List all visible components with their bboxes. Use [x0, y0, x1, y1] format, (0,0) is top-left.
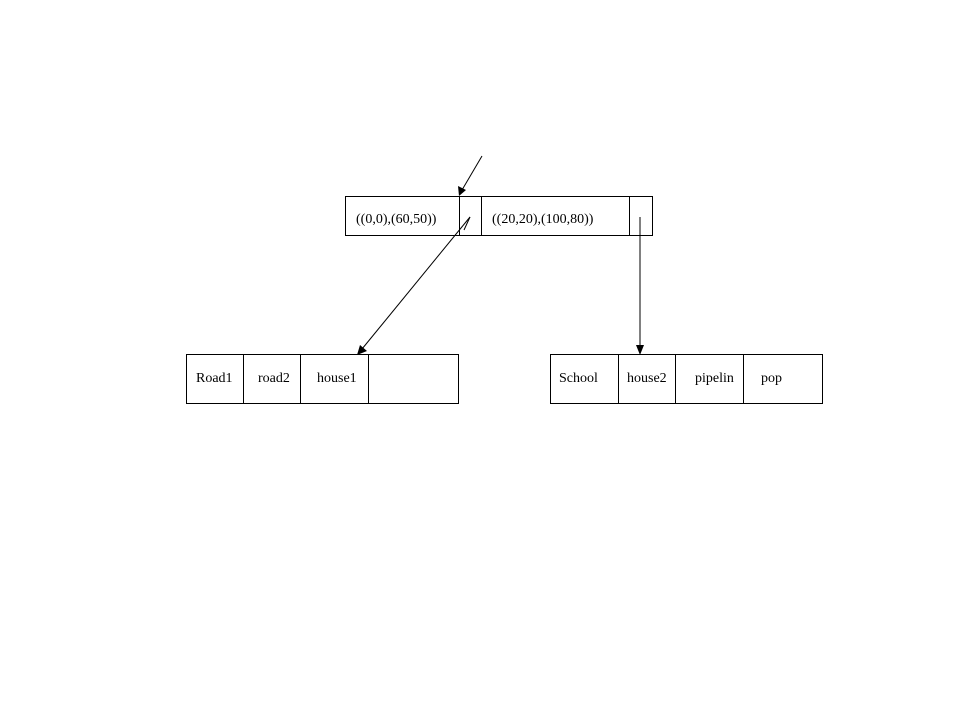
- right-leaf-entry-label: pipelin: [695, 371, 734, 386]
- root-entry-rect-1: ((0,0),(60,50)): [345, 196, 460, 236]
- root-incoming-arrowhead: [458, 186, 466, 196]
- right-leaf-entry: house2: [618, 354, 676, 404]
- right-leaf-entry-label: School: [559, 371, 598, 386]
- left-leaf-entry: road2: [243, 354, 301, 404]
- right-leaf-entry-label: house2: [627, 371, 667, 386]
- root-entry-rect-2: ((20,20),(100,80)): [481, 196, 630, 236]
- pointer-root-to-right-leaf-arrowhead: [636, 345, 644, 355]
- root-incoming-arrow-line: [461, 155, 483, 191]
- pointer-slash-mark: [463, 216, 471, 231]
- left-leaf-entry-label: Road1: [196, 371, 233, 386]
- right-leaf-entry: School: [550, 354, 619, 404]
- pointer-root-to-left-leaf-arrowhead: [357, 345, 367, 355]
- root-entry-rect-1-text: ((0,0),(60,50)): [356, 212, 437, 227]
- left-leaf-entry-label: house1: [317, 371, 357, 386]
- right-leaf-entry: pop: [743, 354, 823, 404]
- left-leaf-entry: Road1: [186, 354, 244, 404]
- root-entry-pointer-2: [629, 196, 653, 236]
- right-leaf-entry-label: pop: [761, 371, 782, 386]
- root-entry-rect-2-text: ((20,20),(100,80)): [492, 212, 594, 227]
- right-leaf-entry: pipelin: [675, 354, 744, 404]
- root-entry-pointer-1: [459, 196, 482, 236]
- pointer-root-to-left-leaf-line: [361, 216, 471, 350]
- left-leaf-entry-empty: [368, 354, 459, 404]
- left-leaf-entry-label: road2: [258, 371, 290, 386]
- left-leaf-entry: house1: [300, 354, 369, 404]
